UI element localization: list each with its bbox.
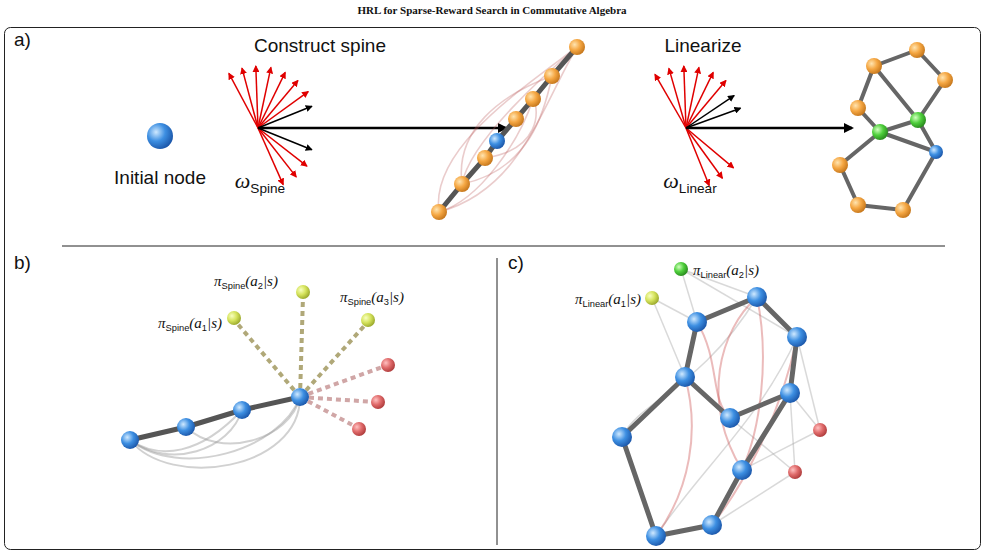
action-probability: πSpine(a3|s) — [340, 289, 404, 306]
action-probability: πSpine(a2|s) — [214, 273, 278, 290]
action-probability: πLinear(a1|s) — [575, 291, 641, 308]
action-arrow — [686, 96, 734, 128]
action-arrow — [229, 73, 258, 128]
action-probability: πSpine(a1|s) — [158, 315, 222, 332]
policy-symbol: ωLinear — [663, 168, 716, 194]
action-arrow — [258, 106, 312, 128]
action-arrow — [686, 67, 699, 128]
action-arrow — [686, 128, 709, 186]
action-arrow — [686, 108, 741, 128]
action-arrow — [669, 68, 686, 128]
action-arrow — [684, 66, 686, 128]
panel-letter: b) — [14, 252, 31, 274]
running-header: HRL for Sparse-Reward Search in Commutat… — [357, 4, 626, 16]
action-arrow — [686, 128, 722, 178]
step-label: Linearize — [664, 35, 741, 57]
action-arrow — [655, 74, 686, 128]
action-arrow — [256, 66, 258, 128]
action-arrow — [258, 128, 312, 150]
node-caption: Initial node — [114, 167, 206, 189]
action-probability: πLinear(a2|s) — [693, 262, 759, 279]
action-arrow — [258, 92, 308, 128]
action-arrow — [258, 67, 271, 128]
policy-symbol: ωSpine — [235, 168, 285, 194]
panel-letter: c) — [508, 252, 524, 274]
panel-letter: a) — [14, 29, 31, 51]
step-label: Construct spine — [254, 35, 386, 57]
